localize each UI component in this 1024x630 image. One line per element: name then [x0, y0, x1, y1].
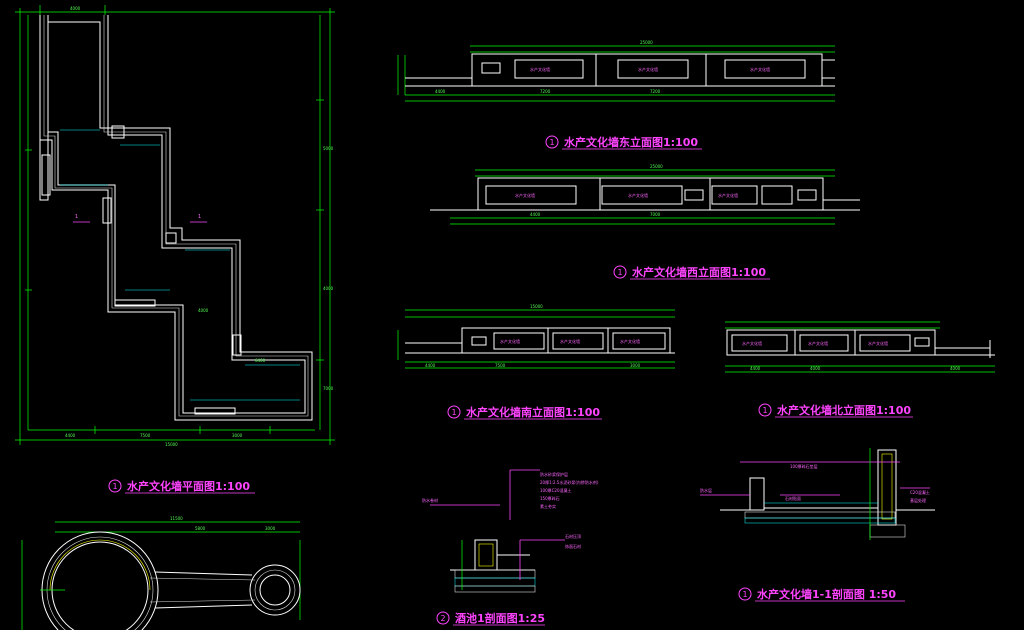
west-dim-b: 7000 — [650, 212, 661, 217]
east-title-marker — [545, 135, 559, 149]
plan-dim-right-3: 7000 — [323, 386, 334, 391]
wall-note-4: 防水层 — [700, 487, 712, 493]
east-panel-3: 水产文化墙 — [750, 66, 770, 72]
pool-note-4: 150厚碎石 — [540, 495, 560, 501]
plan-view — [15, 5, 335, 445]
plan-dim-top-left: 4000 — [70, 6, 81, 11]
east-title-number: 1 — [549, 138, 554, 147]
circle-dim-c: 3000 — [265, 526, 276, 531]
wall-section-title-number: 1 — [742, 590, 747, 599]
north-dim-c: 4000 — [950, 366, 961, 371]
north-dim-b: 4000 — [810, 366, 821, 371]
circle-dim-b: 5800 — [195, 526, 206, 531]
west-title-marker — [613, 265, 627, 279]
west-dim-a: 4400 — [530, 212, 541, 217]
pool-note-8: 饰面石材 — [565, 543, 581, 549]
plan-dim-right-1: 5000 — [323, 146, 334, 151]
south-dim-b: 7500 — [495, 363, 506, 368]
wall-section-title: 水产文化墙1-1剖面图 1:50 — [757, 587, 896, 601]
west-title-number: 1 — [617, 268, 622, 277]
pool-title-marker — [436, 611, 450, 625]
north-title: 水产文化墙北立面图1:100 — [777, 403, 911, 417]
pool-note-5: 素土夯实 — [540, 503, 556, 509]
pool-note-3: 100厚C20混凝土 — [540, 487, 572, 493]
south-panel-1: 水产文化墙 — [500, 338, 520, 344]
west-panel-3: 水产文化墙 — [718, 192, 738, 198]
plan-title: 水产文化墙平面图1:100 — [127, 479, 250, 493]
circle-dim-a: 11500 — [170, 516, 183, 521]
west-dim-total: 25000 — [650, 164, 663, 169]
south-dim-a: 4400 — [425, 363, 436, 368]
south-title: 水产文化墙南立面图1:100 — [466, 405, 600, 419]
pool-note-2: 20厚1:2.5水泥砂浆(内掺防水剂) — [540, 479, 599, 485]
east-elevation — [397, 45, 835, 102]
north-panel-3: 水产文化墙 — [868, 340, 888, 346]
east-panel-2: 水产文化墙 — [638, 66, 658, 72]
wall-note-5: 石材贴面 — [785, 495, 801, 501]
east-title: 水产文化墙东立面图1:100 — [564, 135, 698, 149]
east-dim-total: 25000 — [640, 40, 653, 45]
north-panel-1: 水产文化墙 — [742, 340, 762, 346]
south-panel-3: 水产文化墙 — [620, 338, 640, 344]
west-panel-2: 水产文化墙 — [628, 192, 648, 198]
south-dim-total: 15000 — [530, 304, 543, 309]
south-dim-c: 3000 — [630, 363, 641, 368]
south-title-marker — [447, 405, 461, 419]
pool-section — [430, 469, 565, 593]
wall-note-3: 基层处理 — [910, 497, 926, 503]
north-elevation — [725, 321, 995, 373]
north-dim-a: 4400 — [750, 366, 761, 371]
pool-note-6: 防水卷材 — [422, 497, 438, 503]
plan-dim-bottom-2: 7500 — [140, 433, 151, 438]
plan-dim-bottom-3: 3000 — [232, 433, 243, 438]
plan-dim-mid-2: 6400 — [255, 358, 266, 363]
west-title: 水产文化墙西立面图1:100 — [632, 265, 766, 279]
east-dim-c: 7200 — [650, 89, 661, 94]
east-dim-b: 7200 — [540, 89, 551, 94]
north-panel-2: 水产文化墙 — [808, 340, 828, 346]
wall-note-1: 100厚碎石垫层 — [790, 463, 818, 469]
west-panel-1: 水产文化墙 — [515, 192, 535, 198]
plan-dim-bottom-1: 4400 — [65, 433, 76, 438]
west-elevation — [430, 169, 860, 225]
south-panel-2: 水产文化墙 — [560, 338, 580, 344]
south-elevation — [397, 309, 675, 369]
section-mark-right: 1 — [198, 214, 201, 220]
pool-title-number: 2 — [440, 614, 445, 623]
north-title-number: 1 — [762, 406, 767, 415]
plan-title-number: 1 — [112, 482, 117, 491]
section-mark-left: 1 — [75, 214, 78, 220]
plan-dim-mid-1: 4000 — [198, 308, 209, 313]
wall-section — [700, 448, 935, 540]
south-title-number: 1 — [451, 408, 456, 417]
plan-dim-right-2: 4000 — [323, 286, 334, 291]
east-panel-1: 水产文化墙 — [530, 66, 550, 72]
plan-title-marker — [108, 479, 122, 493]
wall-section-title-marker — [738, 587, 752, 601]
plan-dim-bottom-total: 15000 — [165, 442, 178, 447]
pool-title: 酒池1剖面图1:25 — [455, 611, 545, 625]
east-dim-a: 4400 — [435, 89, 446, 94]
pool-note-7: 石材压顶 — [565, 533, 581, 539]
pool-note-1: 防水砂浆保护层 — [540, 471, 568, 477]
circular-plan — [21, 521, 301, 630]
wall-note-2: C20混凝土 — [910, 489, 930, 495]
north-title-marker — [758, 403, 772, 417]
